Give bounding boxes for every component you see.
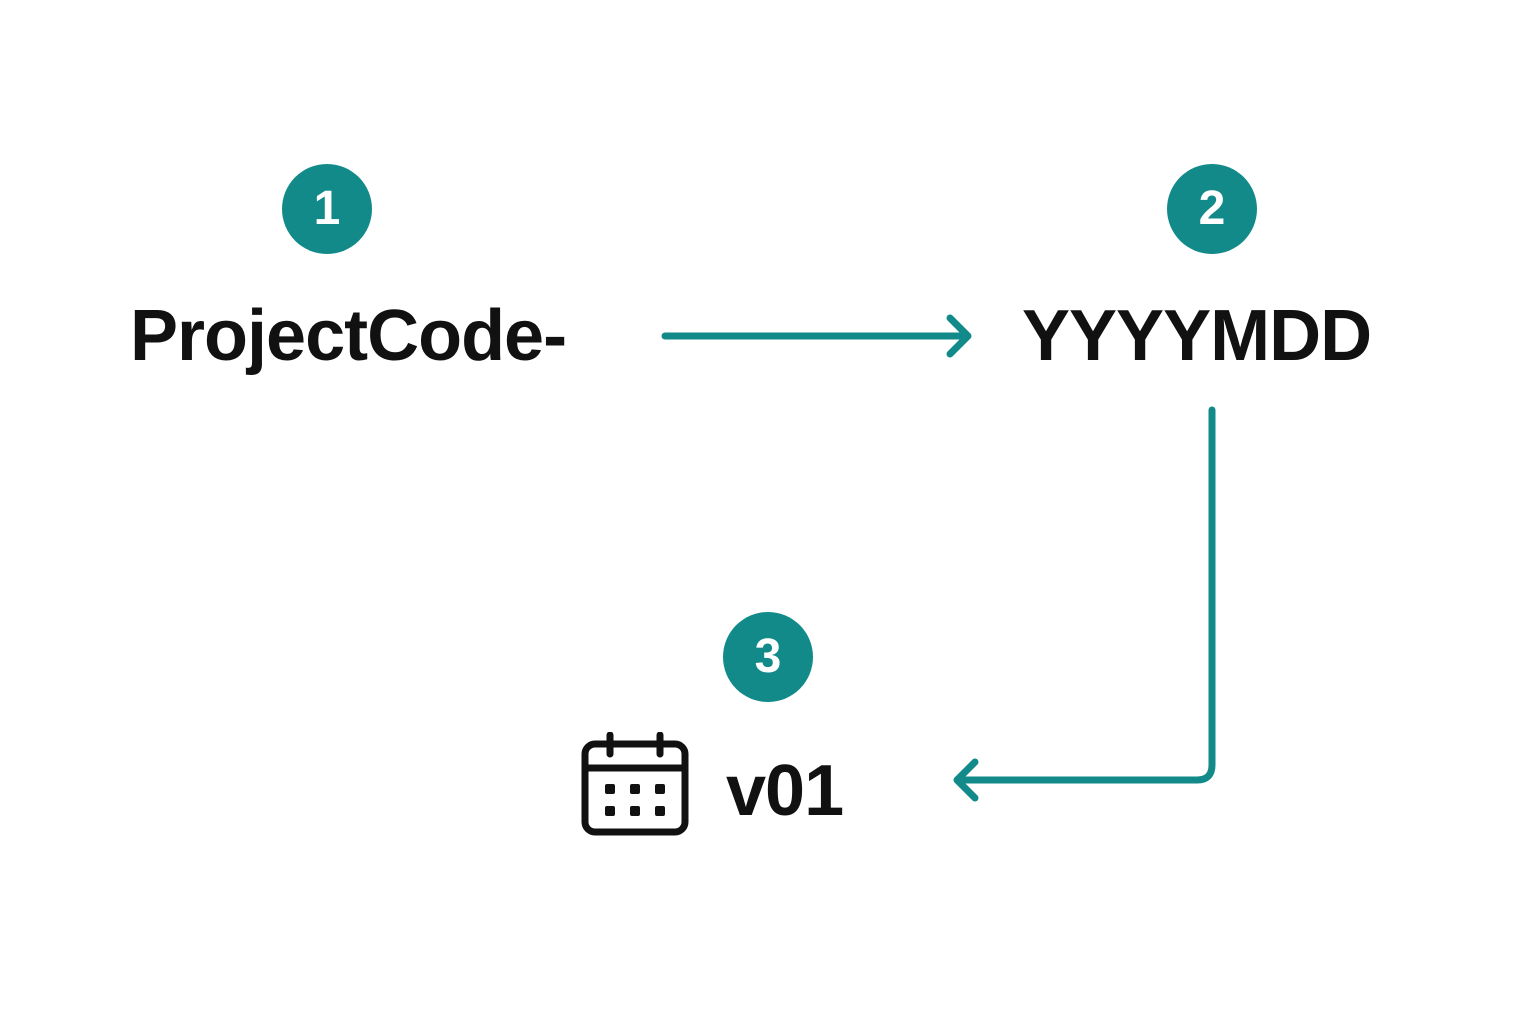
step-badge-2: 2 [1167,164,1257,254]
calendar-icon [581,732,689,836]
step-number-3: 3 [754,630,782,683]
step-number-1: 1 [313,182,341,235]
step-number-2: 2 [1198,182,1226,235]
step-label-project-code: ProjectCode- [130,296,567,376]
arrow-step1-to-step2 [661,314,972,358]
arrow-step2-to-step3 [953,406,1216,802]
step-badge-3: 3 [723,612,813,702]
step-label-version: v01 [726,751,844,831]
step-label-date: YYYYMDD [1022,296,1372,376]
step-badge-1: 1 [282,164,372,254]
